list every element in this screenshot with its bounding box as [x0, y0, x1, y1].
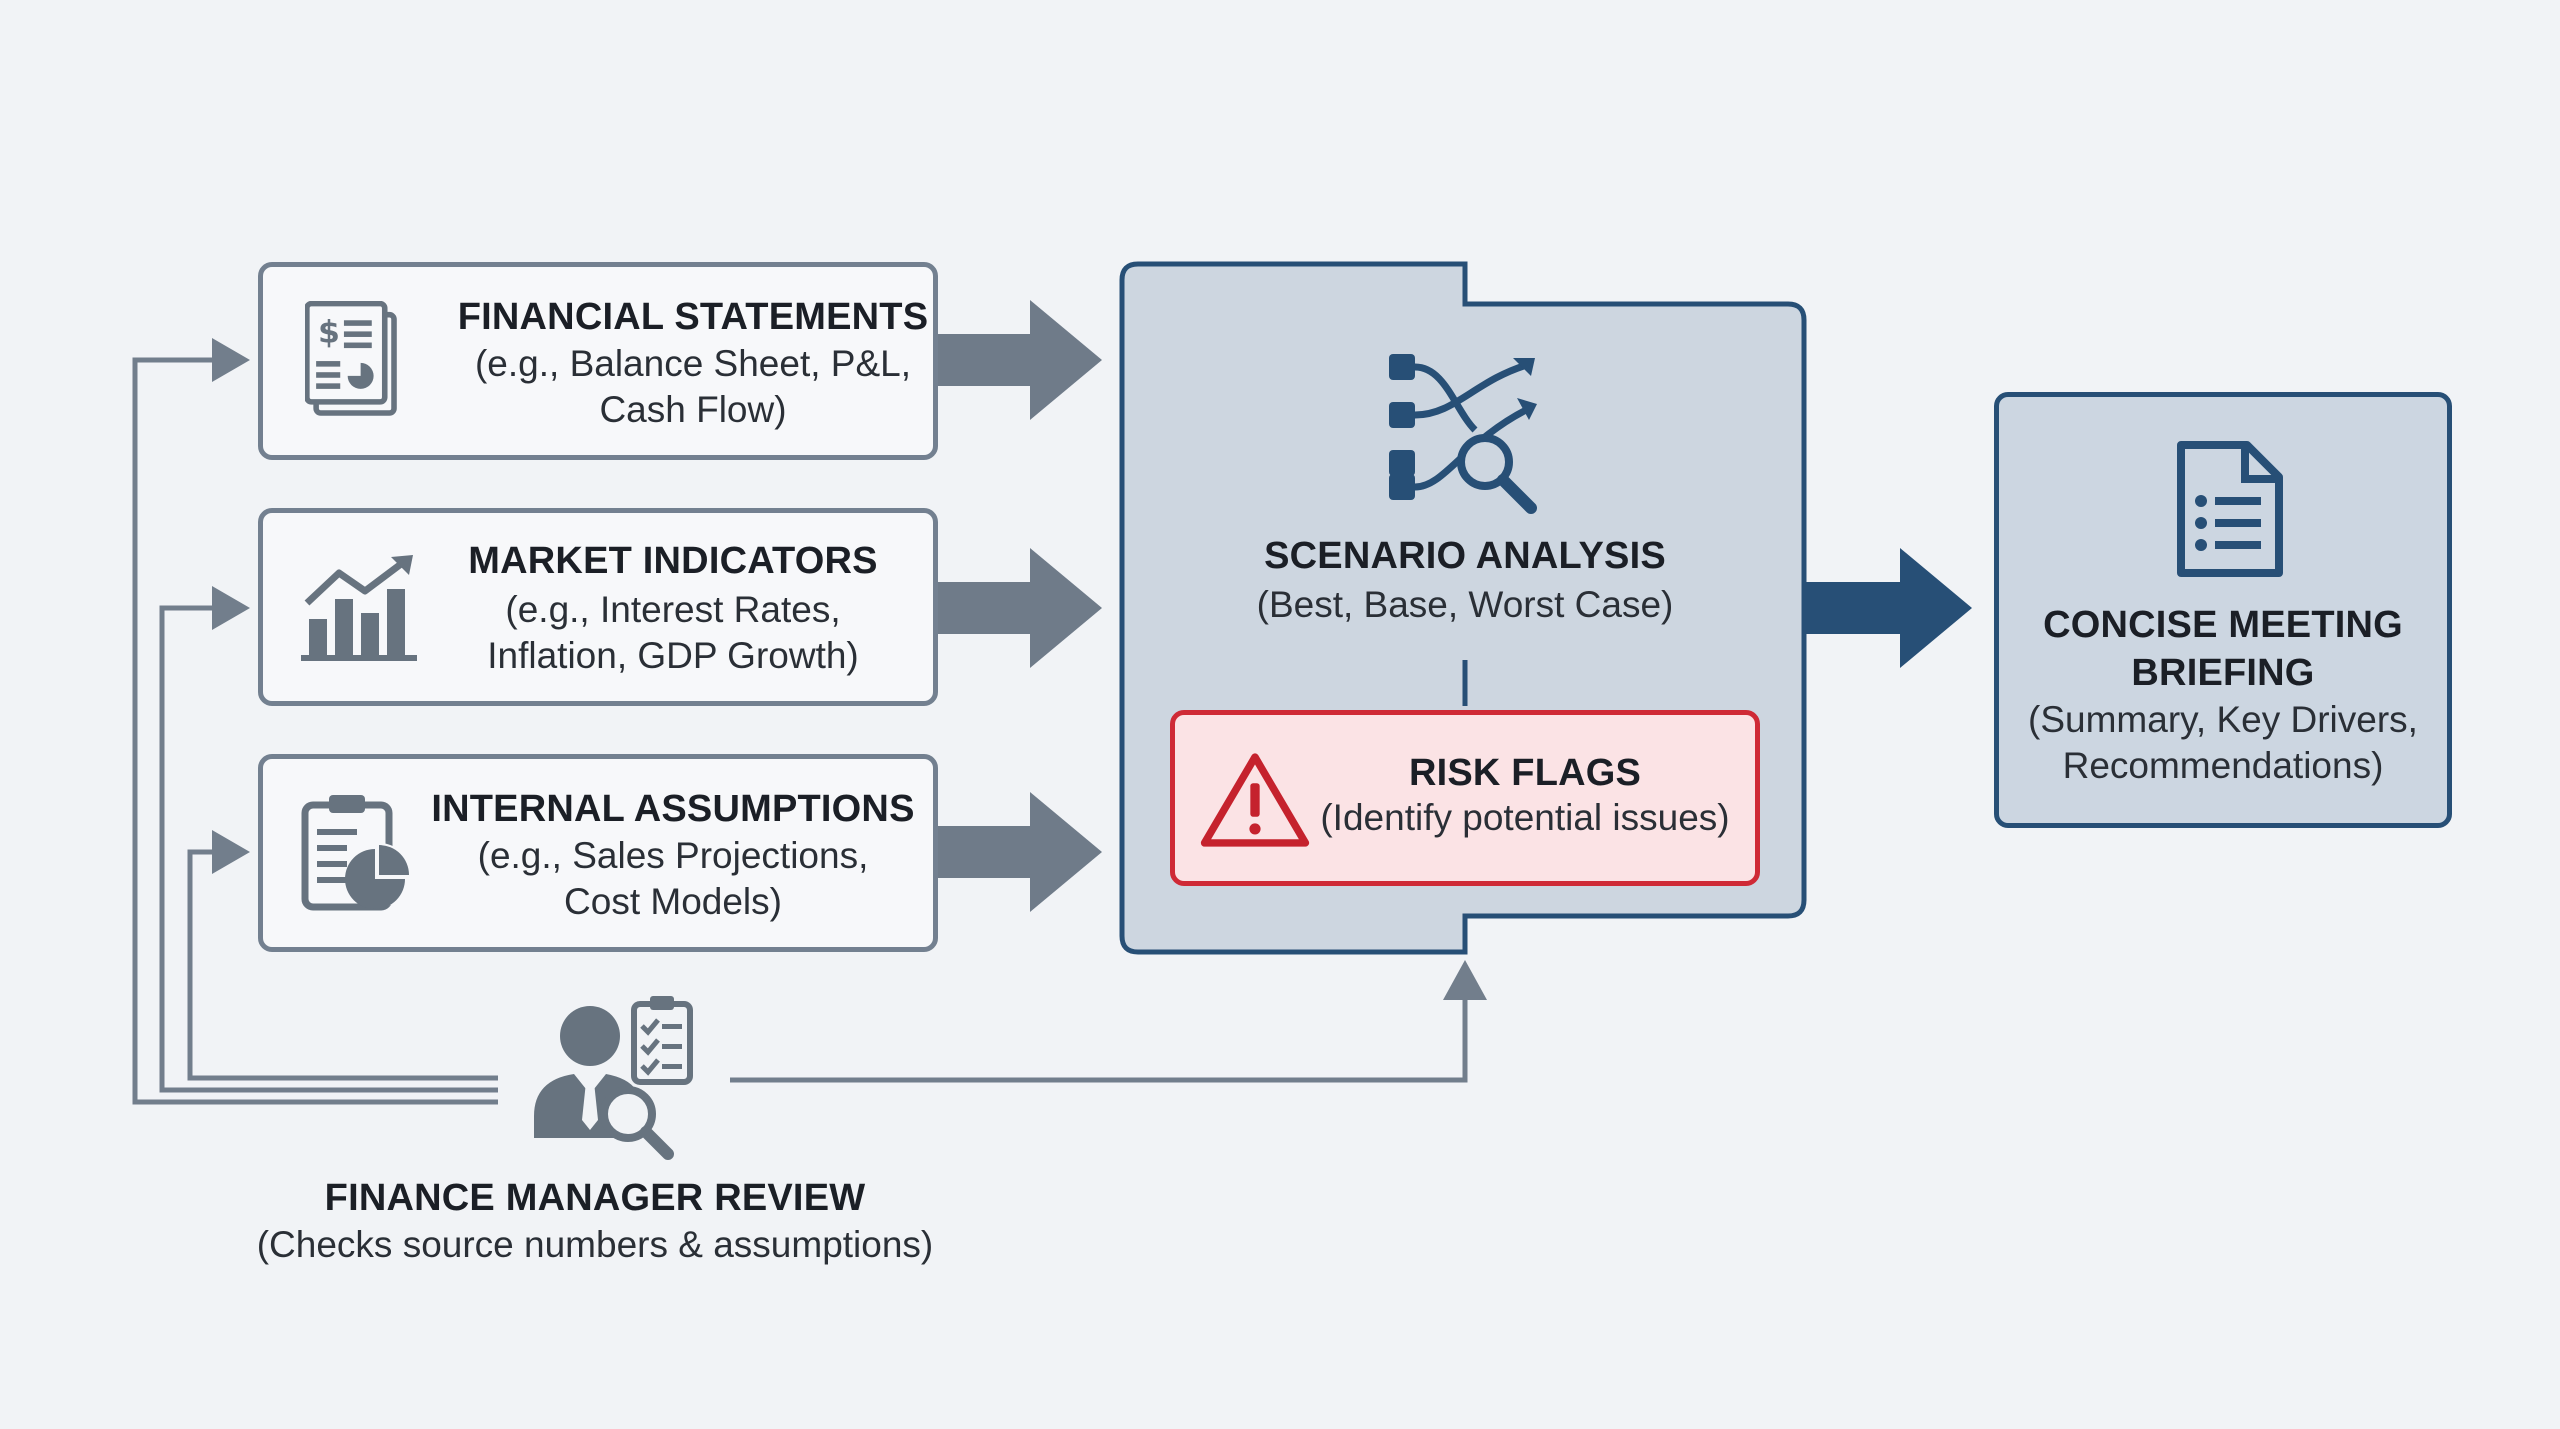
feedback-arrowhead-analysis [1443, 960, 1487, 1000]
input-arrow-market [938, 548, 1102, 668]
meeting-briefing-title-line1: CONCISE MEETING [2043, 604, 2403, 646]
meeting-briefing-title-line2: BRIEFING [2131, 652, 2315, 694]
input-arrow-financial [938, 300, 1102, 420]
scenario-branch-magnifier-icon [1389, 354, 1537, 514]
clipboard-pie-chart-icon [301, 795, 411, 911]
meeting-briefing-box[interactable]: CONCISE MEETING BRIEFING (Summary, Key D… [1994, 392, 2452, 828]
financial-statements-title: FINANCIAL STATEMENTS [457, 296, 929, 338]
svg-text:$: $ [318, 315, 340, 351]
output-arrow [1806, 548, 1972, 668]
market-indicators-title: MARKET INDICATORS [468, 540, 878, 582]
input-arrows [938, 300, 1102, 912]
manager-checklist-magnifier-icon [534, 996, 693, 1160]
financial-report-icon: $ [305, 301, 397, 416]
financial-statements-examples-line2: Cash Flow) [599, 389, 787, 430]
finance-manager-review-subtitle: (Checks source numbers & assumptions) [256, 1224, 934, 1265]
input-box-market-indicators[interactable]: MARKET INDICATORS (e.g., Interest Rates,… [258, 508, 938, 706]
input-box-internal-assumptions[interactable]: INTERNAL ASSUMPTIONS (e.g., Sales Projec… [258, 754, 938, 952]
feedback-arrowhead-internal [212, 830, 250, 874]
market-indicators-examples-line1: (e.g., Interest Rates, [505, 589, 841, 630]
scenario-analysis-title: SCENARIO ANALYSIS [1264, 535, 1666, 577]
warning-triangle-icon [1200, 753, 1310, 847]
meeting-briefing-sub-line2: Recommendations) [2062, 745, 2384, 786]
internal-assumptions-title: INTERNAL ASSUMPTIONS [431, 788, 915, 830]
review-feedback-lines [132, 357, 1468, 1105]
feedback-arrowhead-market [212, 586, 250, 630]
internal-assumptions-examples-line2: Cost Models) [564, 881, 782, 922]
market-indicators-examples-line2: Inflation, GDP Growth) [487, 635, 859, 676]
finance-manager-review-title: FINANCE MANAGER REVIEW [324, 1177, 866, 1219]
bar-chart-trend-icon [301, 555, 417, 661]
input-arrow-internal [938, 792, 1102, 912]
risk-flags-box[interactable]: RISK FLAGS (Identify potential issues) [1170, 710, 1760, 886]
risk-flags-subtitle: (Identify potential issues) [1320, 797, 1730, 838]
financial-statements-examples-line1: (e.g., Balance Sheet, P&L, [474, 343, 912, 384]
scenario-analysis-subtitle: (Best, Base, Worst Case) [1256, 584, 1674, 625]
meeting-briefing-sub-line1: (Summary, Key Drivers, [2028, 699, 2418, 740]
document-list-icon [2177, 441, 2283, 577]
internal-assumptions-examples-line1: (e.g., Sales Projections, [477, 835, 869, 876]
risk-flags-title: RISK FLAGS [1408, 752, 1642, 794]
feedback-arrowhead-financial [212, 338, 250, 382]
feedback-arrowheads [212, 338, 1487, 1000]
input-box-financial-statements[interactable]: $ FINANCIAL STATEMENTS (e.g., Balance Sh… [258, 262, 938, 460]
